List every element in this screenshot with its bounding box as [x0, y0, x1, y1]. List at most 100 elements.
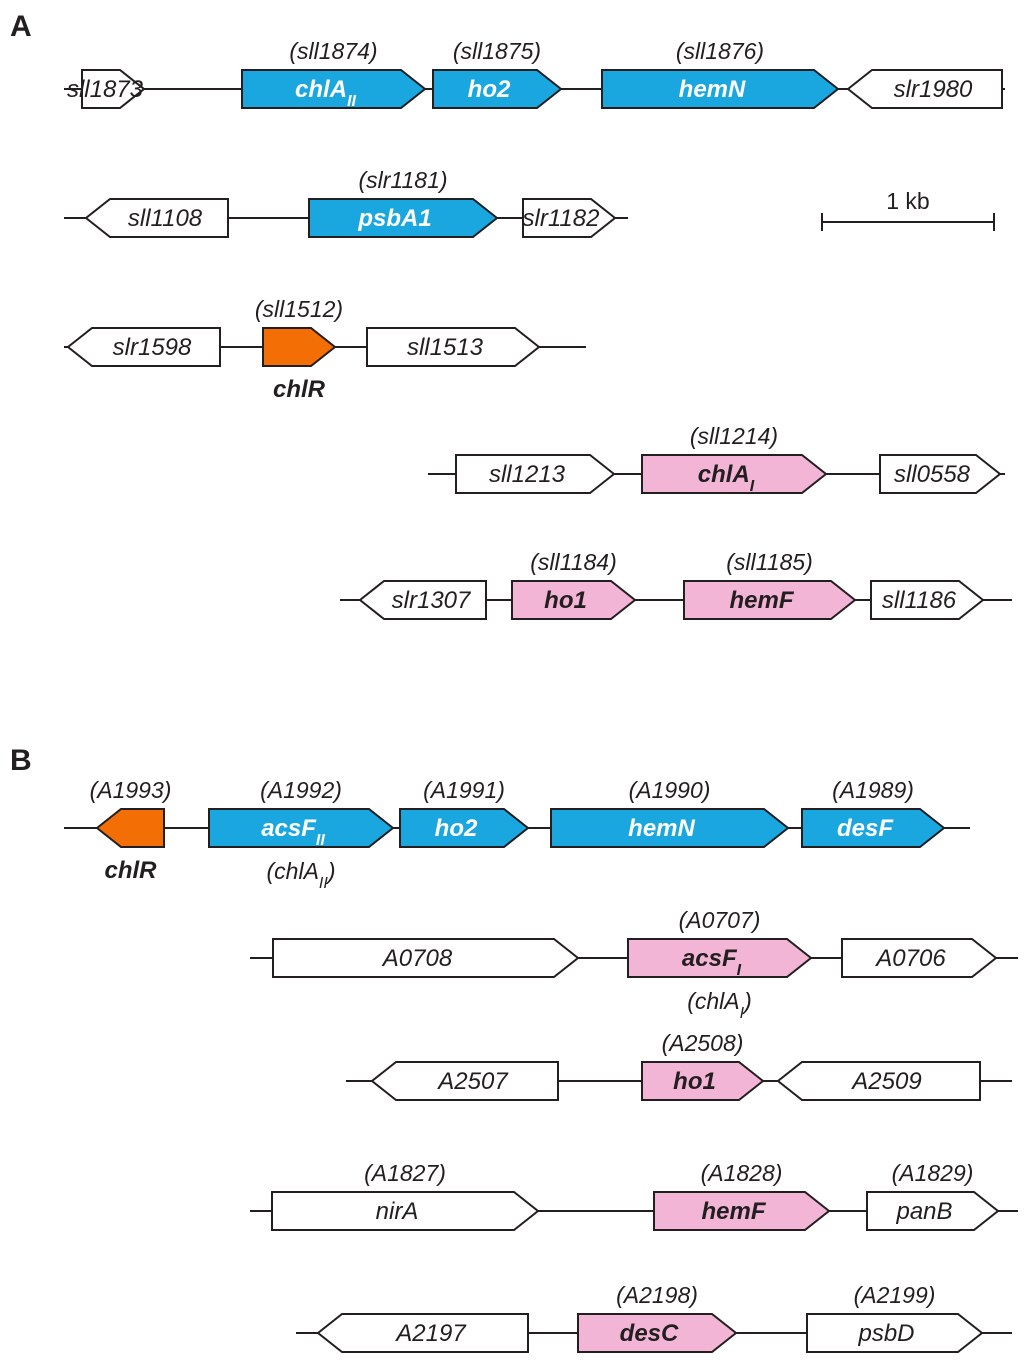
gene-label: A2507 [436, 1068, 509, 1095]
gene-arrow [316, 1313, 529, 1353]
gene-arrow [271, 1191, 540, 1231]
gene-ho2: ho2 (A1991) [399, 777, 530, 848]
locus-tag: (sll1512) [255, 296, 343, 322]
locus-tag: (A2199) [854, 1282, 936, 1308]
gene-chla: chlAI (sll1214) [641, 423, 828, 495]
gene-label: A0708 [381, 945, 453, 972]
gene-arrow [801, 808, 946, 848]
gene-sll1108: sll1108 [84, 198, 229, 238]
gene-arrow [522, 198, 617, 238]
locus-tag: (A1829) [892, 1160, 974, 1186]
gene-label: slr1980 [894, 76, 973, 103]
gene-label: panB [895, 1198, 952, 1225]
gene-label: sll1186 [882, 587, 957, 614]
scale-bar: 1 kb [821, 188, 995, 231]
gene-slr1598: slr1598 [66, 327, 221, 367]
gene-a0708: A0708 [272, 938, 580, 978]
gene-arrow [81, 69, 146, 109]
locus-tag: (A1990) [629, 777, 711, 803]
operon: chlR(A1993) acsFII(A1992)(chlAII) ho2 (A199… [64, 777, 970, 892]
gene-label: sll1108 [128, 205, 203, 232]
gene-acsf: acsFI (A0707) (chlAI) [627, 907, 813, 1022]
gene-label: A2197 [394, 1320, 467, 1347]
gene-arrow [95, 808, 165, 848]
locus-tag: (sll1184) [530, 549, 617, 575]
gene-a2507: A2507 [370, 1061, 559, 1101]
locus-tag: (A1828) [701, 1160, 783, 1186]
operon: slr1598 chlR(sll1512) sll1513 [64, 296, 586, 403]
gene-arrow [308, 198, 499, 238]
gene-label: chlAII [295, 76, 356, 110]
locus-tag: (sll1214) [690, 423, 778, 449]
gene-slr1182: slr1182 [522, 198, 617, 238]
gene-psbd: psbD(A2199) [806, 1282, 984, 1353]
gene-chlr: chlR(sll1512) [255, 296, 343, 403]
gene-label: slr1182 [523, 205, 600, 232]
gene-label: hemN [679, 76, 746, 103]
operon: A2197 desC(A2198) psbD(A2199) [296, 1282, 1012, 1353]
gene-slr1980: slr1980 [846, 69, 1003, 109]
gene-label: acsFI [682, 945, 742, 979]
gene-sll1873: sll1873 [67, 69, 146, 109]
gene-sll1513: sll1513 [366, 327, 541, 367]
gene-label: slr1307 [392, 587, 472, 614]
gene-arrow [66, 327, 221, 367]
locus-tag: (sll1876) [676, 38, 764, 64]
gene-ho1: ho1(A2508) [641, 1030, 765, 1101]
gene-arrow [399, 808, 530, 848]
gene-psba1: psbA1(slr1181) [308, 167, 499, 238]
gene-arrow [641, 454, 828, 494]
gene-label: hemF [701, 1198, 766, 1225]
locus-tag: (A1991) [423, 777, 505, 803]
gene-arrow [866, 1191, 1000, 1231]
gene-arrow [879, 454, 1002, 494]
gene-label: sll0558 [894, 461, 971, 488]
operon: sll1108 psbA1(slr1181) slr1182 [64, 167, 628, 238]
gene-alias: (chlAI) [687, 988, 752, 1022]
locus-tag: (sll1874) [289, 38, 377, 64]
gene-arrow [641, 1061, 765, 1101]
gene-alias: (chlAII) [267, 858, 336, 892]
locus-tag: (A2198) [616, 1282, 698, 1308]
gene-label: desF [837, 815, 894, 842]
gene-desc: desC(A2198) [577, 1282, 738, 1353]
gene-label: nirA [376, 1198, 419, 1225]
gene-arrow [358, 580, 487, 620]
gene-label: hemN [628, 815, 695, 842]
gene-arrow [511, 580, 637, 620]
gene-arrow [84, 198, 229, 238]
gene-sll0558: sll0558 [879, 454, 1002, 494]
gene-label: ho2 [435, 815, 478, 842]
gene-arrow [370, 1061, 559, 1101]
gene-arrow [601, 69, 840, 109]
gene-label: slr1598 [113, 334, 192, 361]
locus-tag: (A1827) [364, 1160, 446, 1186]
locus-tag: (A0707) [679, 907, 761, 933]
locus-tag: (A1989) [832, 777, 914, 803]
gene-label: ho2 [468, 76, 511, 103]
gene-label: acsFII [261, 815, 325, 849]
gene-hemf: hemF (A1828) [653, 1160, 831, 1231]
gene-panb: panB (A1829) [866, 1160, 1000, 1231]
scale-bar-label: 1 kb [886, 188, 929, 214]
gene-label: psbA1 [357, 205, 431, 232]
gene-label: chlAI [698, 461, 755, 495]
gene-acsf: acsFII(A1992)(chlAII) [208, 777, 395, 892]
gene-arrow [683, 580, 857, 620]
gene-arrow [272, 938, 580, 978]
gene-label: sll1513 [407, 334, 484, 361]
gene-chlr: chlR(A1993) [90, 777, 172, 884]
gene-hemn: hemN (sll1876) [601, 38, 840, 109]
gene-hemn: hemN (A1990) [550, 777, 790, 848]
gene-label: sll1873 [67, 76, 144, 103]
gene-arrow [455, 454, 616, 494]
gene-slr1307: slr1307 [358, 580, 487, 620]
gene-label: ho1 [673, 1068, 716, 1095]
panel-b: BchlR(A1993)acsFII(A1992)(chlAII)ho2(A19… [10, 744, 1018, 1353]
gene-a2197: A2197 [316, 1313, 529, 1353]
